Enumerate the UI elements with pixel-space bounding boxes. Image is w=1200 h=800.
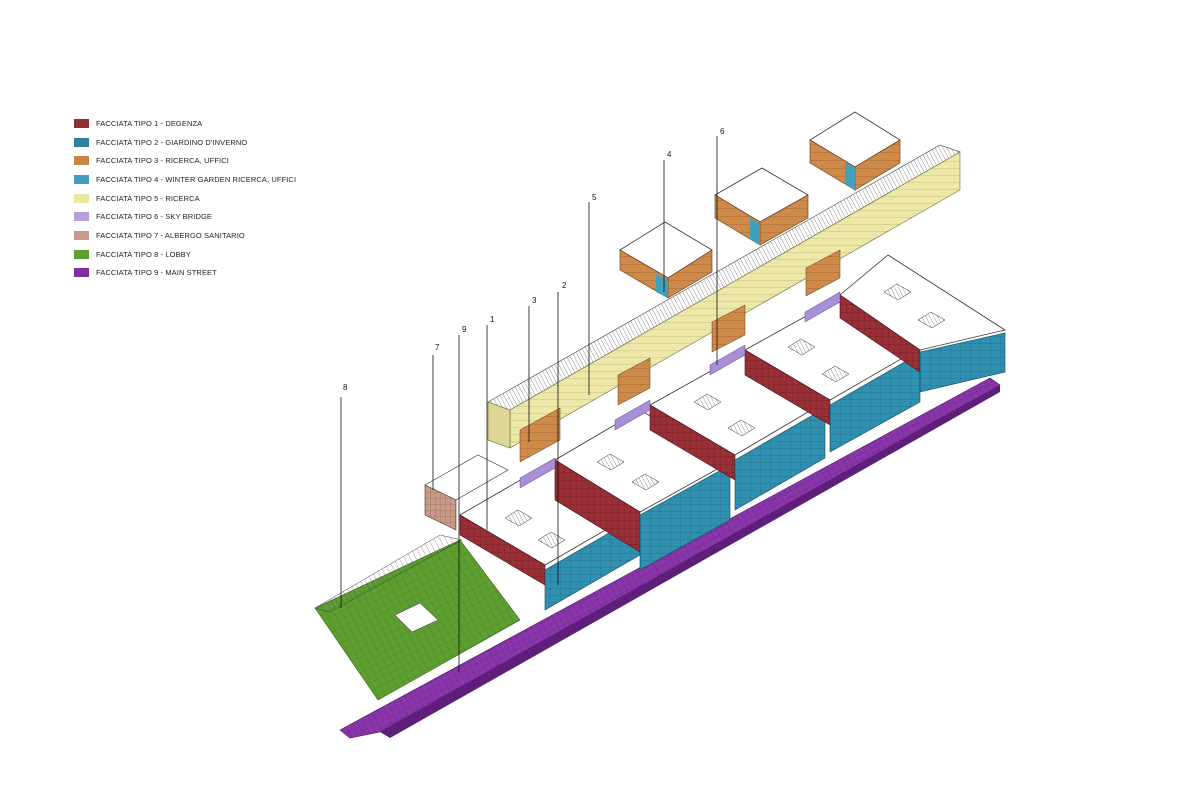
legend-label-sky-bridge: FACCIATA TIPO 6 - SKY BRIDGE: [96, 212, 213, 222]
callout-6: 6: [716, 127, 725, 365]
legend-swatch-sky-bridge: [74, 212, 89, 222]
callout-1: 1: [486, 315, 495, 530]
legend-label-ricerca-uffici: FACCIATA TIPO 3 - RICERCA, UFFICI: [96, 156, 229, 166]
callout-7: 7: [432, 343, 440, 490]
legend-label-lobby: FACCIATA TIPO 8 - LOBBY: [96, 249, 191, 259]
callout-label-2: 2: [562, 281, 567, 290]
callout-label-9: 9: [462, 325, 467, 334]
legend-item-lobby: FACCIATA TIPO 8 - LOBBY: [74, 245, 334, 264]
callout-label-8: 8: [343, 383, 348, 392]
callout-4: 4: [663, 150, 672, 292]
legend-item-main-street: FACCIATA TIPO 9 - MAIN STREET: [74, 264, 334, 283]
legend-item-ricerca-uffici: FACCIATA TIPO 3 - RICERCA, UFFICI: [74, 151, 334, 170]
legend-label-albergo-sanitario: FACCIATA TIPO 7 - ALBERGO SANITARIO: [96, 230, 245, 240]
legend: FACCIATA TIPO 1 - DEGENZA FACCIATA TIPO …: [74, 114, 334, 282]
callout-label-6: 6: [720, 127, 725, 136]
callouts: 8 7 9 1 3 2 5 4: [340, 127, 725, 672]
legend-label-ricerca: FACCIATA TIPO 5 - RICERCA: [96, 193, 200, 203]
callout-label-7: 7: [435, 343, 440, 352]
lobby: [314, 534, 521, 701]
legend-label-winter-garden: FACCIATA TIPO 4 - WINTER GARDEN RICERCA,…: [96, 174, 297, 184]
legend-label-main-street: FACCIATA TIPO 9 - MAIN STREET: [96, 268, 217, 278]
callout-5: 5: [588, 193, 597, 395]
legend-item-giardino-inverno: FACCIATA TIPO 2 - GIARDINO D'INVERNO: [74, 133, 334, 152]
legend-swatch-main-street: [74, 268, 89, 278]
legend-item-sky-bridge: FACCIATA TIPO 6 - SKY BRIDGE: [74, 207, 334, 226]
callout-9: 9: [458, 325, 467, 672]
office-block-1: [619, 221, 713, 299]
legend-label-giardino-inverno: FACCIATA TIPO 2 - GIARDINO D'INVERNO: [96, 137, 248, 147]
callout-2: 2: [557, 281, 567, 585]
legend-item-albergo-sanitario: FACCIATA TIPO 7 - ALBERGO SANITARIO: [74, 226, 334, 245]
legend-swatch-albergo-sanitario: [74, 230, 89, 240]
ward-block-5: [839, 254, 1007, 393]
callout-label-3: 3: [532, 296, 537, 305]
ward-block-2: [554, 409, 731, 571]
legend-label-degenza: FACCIATA TIPO 1 - DEGENZA: [96, 118, 203, 128]
legend-swatch-degenza: [74, 118, 89, 128]
legend-swatch-giardino-inverno: [74, 137, 89, 147]
callout-label-4: 4: [667, 150, 672, 159]
callout-8: 8: [340, 383, 348, 608]
legend-swatch-winter-garden: [74, 174, 89, 184]
legend-swatch-ricerca: [74, 193, 89, 203]
callout-label-1: 1: [490, 315, 495, 324]
legend-item-winter-garden: FACCIATA TIPO 4 - WINTER GARDEN RICERCA,…: [74, 170, 334, 189]
legend-swatch-lobby: [74, 249, 89, 259]
main-street: [339, 377, 1001, 739]
legend-item-ricerca: FACCIATA TIPO 5 - RICERCA: [74, 189, 334, 208]
callout-3: 3: [528, 296, 537, 442]
legend-item-degenza: FACCIATA TIPO 1 - DEGENZA: [74, 114, 334, 133]
research-connectors: [519, 249, 841, 463]
legend-swatch-ricerca-uffici: [74, 156, 89, 166]
callout-label-5: 5: [592, 193, 597, 202]
office-block-2: [714, 167, 809, 246]
office-block-3: [809, 111, 901, 191]
sky-bridges: [519, 291, 841, 489]
